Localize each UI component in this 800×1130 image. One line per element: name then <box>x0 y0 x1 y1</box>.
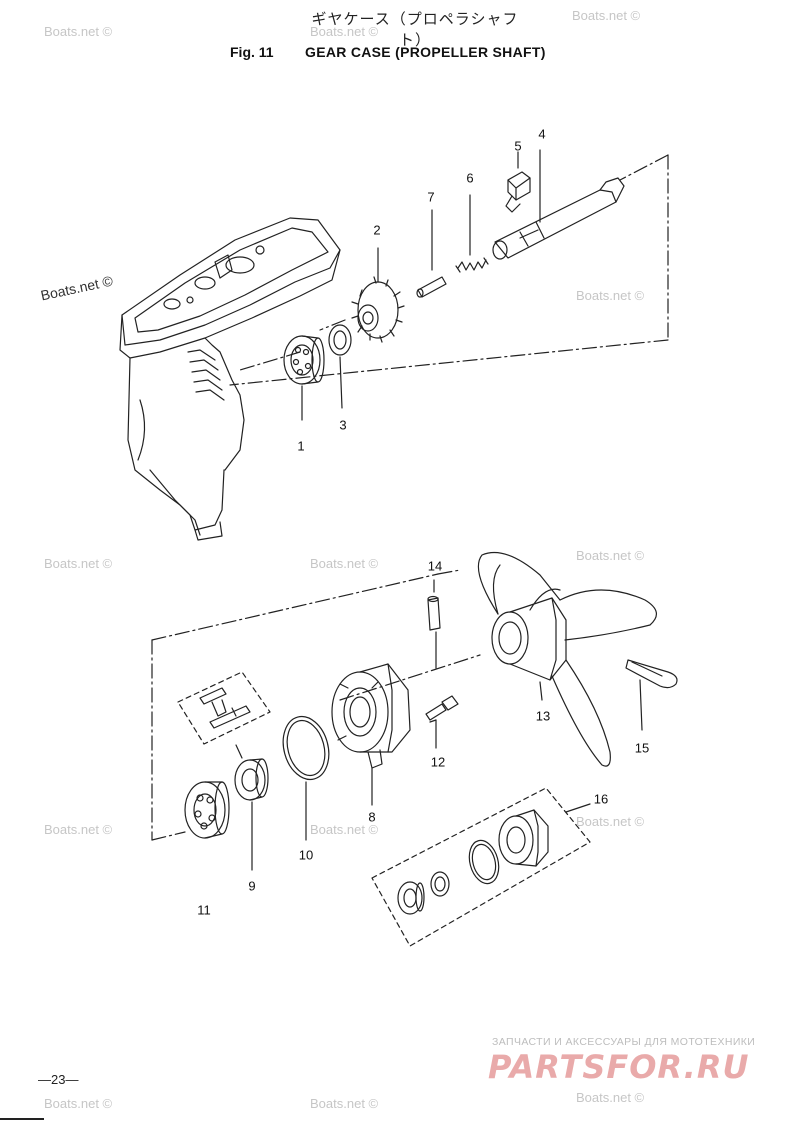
watermark: Boats.net © <box>576 1090 645 1105</box>
part-1-bearing <box>283 335 325 421</box>
callout-5: 5 <box>514 138 522 154</box>
callout-9: 9 <box>248 878 256 894</box>
watermark: Boats.net © <box>572 8 641 23</box>
figure-title: GEAR CASE (PROPELLER SHAFT) <box>305 44 546 60</box>
figure-label: Fig. 11 <box>230 44 274 60</box>
gear-case-housing <box>119 217 341 541</box>
callout-7: 7 <box>427 189 435 205</box>
callout-16: 16 <box>593 791 609 807</box>
callout-6: 6 <box>466 170 474 186</box>
callout-13: 13 <box>535 708 551 724</box>
upper-frame-lines <box>229 154 669 386</box>
callout-11: 11 <box>197 902 211 918</box>
part-13-propeller <box>477 551 657 767</box>
callout-3: 3 <box>339 417 347 433</box>
callout-15: 15 <box>634 740 650 756</box>
kit-16-box <box>371 787 591 947</box>
part-4-propeller-shaft <box>492 149 625 260</box>
watermark: Boats.net © <box>44 556 113 571</box>
kit-detail-box <box>177 671 271 745</box>
watermark: Boats.net © <box>44 822 113 837</box>
watermark: Boats.net © <box>310 24 379 39</box>
callout-8: 8 <box>368 809 376 825</box>
lower-frame-lines <box>151 569 481 841</box>
part-12-bolt <box>425 695 459 749</box>
watermark: Boats.net © <box>576 548 645 563</box>
bottom-rule <box>0 1118 44 1120</box>
callout-12: 12 <box>430 754 446 770</box>
callout-4: 4 <box>538 126 546 142</box>
watermark: Boats.net © <box>44 24 113 39</box>
watermark: Boats.net © <box>576 814 645 829</box>
part-10-o-ring <box>282 715 330 841</box>
callout-10: 10 <box>298 847 314 863</box>
part-14-pin <box>427 579 441 669</box>
watermark: Boats.net © <box>310 822 379 837</box>
part-3-washer <box>328 324 352 409</box>
callout-1: 1 <box>297 438 305 454</box>
part-8-bearing-housing <box>331 663 411 806</box>
watermark: Boats.net © <box>576 288 645 303</box>
part-7-pin <box>416 209 447 298</box>
part-9-seal <box>234 744 269 871</box>
part-2-gear <box>351 247 405 343</box>
page-number: —23— <box>38 1072 79 1087</box>
callout-2: 2 <box>373 222 381 238</box>
watermark: Boats.net © <box>310 556 379 571</box>
part-15-cotter-pin <box>625 659 678 731</box>
title-japanese: ギヤケース（プロペラシャフト） <box>311 11 519 49</box>
part-11-bearing <box>184 781 230 839</box>
shop-logo: PARTSFOR.RU <box>488 1048 750 1086</box>
shop-tagline: ЗАПЧАСТИ И АКСЕССУАРЫ ДЛЯ МОТОТЕХНИКИ <box>492 1036 756 1048</box>
part-5-clutch <box>505 151 531 213</box>
watermark: Boats.net © <box>44 1096 113 1111</box>
watermark: Boats.net © <box>310 1096 379 1111</box>
callout-14: 14 <box>427 558 443 574</box>
kit-detail-parts <box>199 687 251 729</box>
part-6-spring <box>455 194 489 273</box>
